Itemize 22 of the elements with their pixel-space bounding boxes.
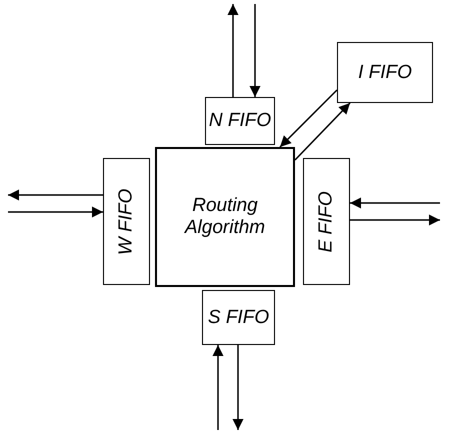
fifo-box [303,158,350,285]
arrow [212,345,224,430]
node-label: E FIFO [316,190,338,252]
routing-box [155,147,295,287]
fifo-box [202,290,275,345]
node-label: I FIFO [358,62,412,84]
arrow [250,4,260,97]
fifo-box [103,158,150,285]
node-label: S FIFO [208,306,270,328]
arrow [350,214,440,226]
node-label: N FIFO [208,110,272,132]
arrow [294,102,351,161]
arrow [8,206,103,218]
node-label: Routing Algorithm [183,195,266,239]
arrow [350,198,440,208]
arrow [228,4,238,97]
fifo-box [205,97,275,145]
arrow [279,89,338,148]
arrow [232,345,244,430]
fifo-box [337,42,433,103]
node-label: W FIFO [116,188,138,255]
arrow [8,190,103,200]
